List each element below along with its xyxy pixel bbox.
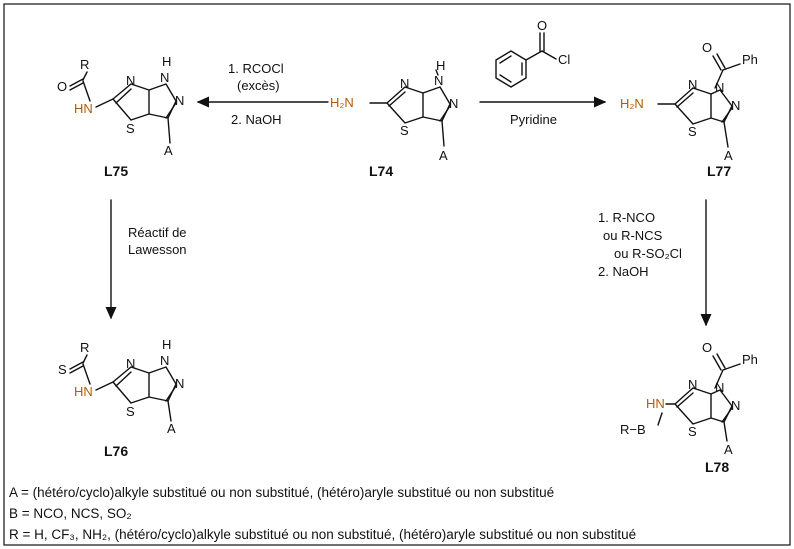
atom-N: N [715,380,724,395]
legend-B: B = NCO, NCS, SO₂ [9,506,132,521]
condition-step1: 1. RCOCl [228,61,284,76]
compound-L77: O Ph H₂N N S N N A [620,40,758,163]
label-L76: L76 [104,443,128,459]
atom-N: N [715,80,724,95]
atom-N: N [731,398,740,413]
atom-RB: R−B [620,422,646,437]
amine-label: H₂N [620,96,644,111]
compound-L78: O Ph HN R−B N S N N A [620,340,758,457]
atom-A: A [164,143,173,158]
atom-Ph: Ph [742,52,758,67]
compound-L76: R S HN N S N H N A [58,337,184,436]
atom-N: N [126,73,135,88]
condition-lawesson-2: Lawesson [128,242,187,257]
atom-H: H [162,337,171,352]
condition-reagent-4: 2. NaOH [598,264,649,279]
atom-S: S [688,424,697,439]
compound-L74: H₂N N S N H N A [330,58,458,163]
label-L78: L78 [705,459,729,475]
atom-A: A [724,442,733,457]
amine-label: HN [646,396,665,411]
atom-S: S [126,404,135,419]
atom-N: N [126,356,135,371]
condition-step1-note: (excès) [237,78,280,93]
atom-R: R [80,57,89,72]
atom-H: H [162,54,171,69]
condition-lawesson-1: Réactif de [128,225,187,240]
legend-R: R = H, CF₃, NH₂, (hétéro/cyclo)alkyle su… [9,527,636,542]
atom-O: O [702,40,712,55]
condition-reagent-3: ou R-SO₂Cl [614,246,682,261]
label-L74: L74 [369,163,393,179]
atom-N: N [688,77,697,92]
atom-A: A [167,421,176,436]
atom-N: N [731,98,740,113]
atom-R: R [80,340,89,355]
atom-N: N [449,96,458,111]
amine-label: H₂N [330,95,354,110]
atom-A: A [724,148,733,163]
atom-O: O [702,340,712,355]
atom-S: S [688,124,697,139]
atom-Ph: Ph [742,352,758,367]
reagent-benzoyl-chloride: O Cl [495,18,570,88]
atom-N: N [175,93,184,108]
label-L75: L75 [104,163,128,179]
amine-label: HN [74,101,93,116]
atom-O: O [537,18,547,33]
compound-L75: R O HN N S N H N A [57,54,184,158]
atom-Cl: Cl [558,52,570,67]
label-L77: L77 [707,163,731,179]
atom-N: N [160,70,169,85]
atom-S: S [400,123,409,138]
atom-A: A [439,148,448,163]
scheme-frame [3,3,791,546]
atom-N: N [434,73,443,88]
atom-H: H [436,58,445,73]
legend-A: A = (hétéro/cyclo)alkyle substitué ou no… [9,485,554,500]
atom-O: O [57,79,67,94]
atom-S: S [58,362,67,377]
atom-N: N [160,353,169,368]
atom-N: N [175,376,184,391]
condition-reagent-2: ou R-NCS [603,228,663,243]
amine-label: HN [74,384,93,399]
atom-S: S [126,121,135,136]
condition-step2: 2. NaOH [231,112,282,127]
atom-N: N [400,76,409,91]
atom-N: N [688,377,697,392]
condition-pyridine: Pyridine [510,112,557,127]
condition-reagent-1: 1. R-NCO [598,210,655,225]
